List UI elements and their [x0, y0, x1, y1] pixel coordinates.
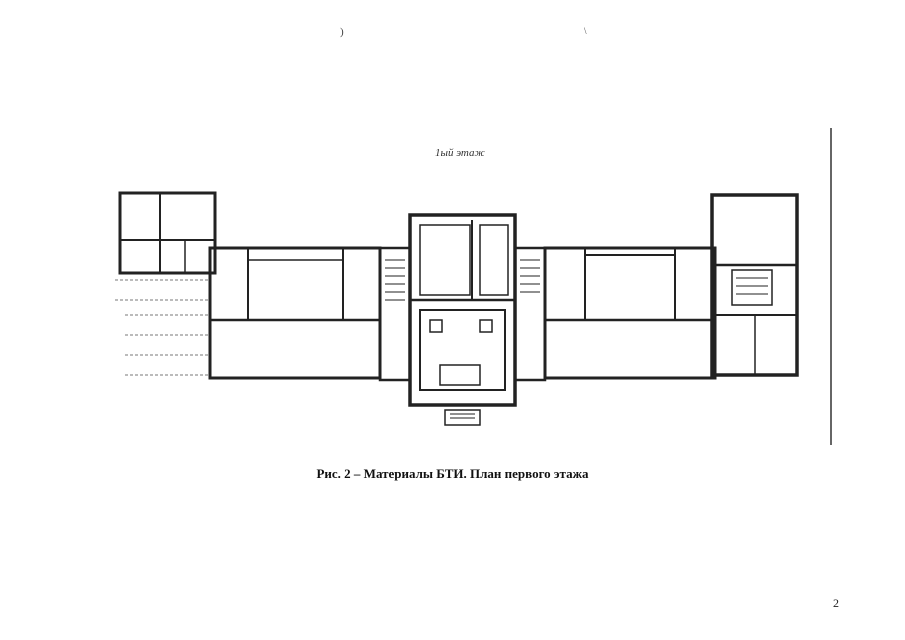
floor-plan-drawing: 1ый этаж: [115, 128, 832, 445]
east-block-outline: [543, 246, 717, 380]
floor-label: 1ый этаж: [435, 147, 485, 159]
west-block-outline: [208, 246, 382, 380]
figure-caption: Рис. 2 – Материалы БТИ. План первого эта…: [316, 466, 589, 481]
scan-artifact-mark: ): [340, 26, 344, 38]
page-number: 2: [833, 596, 839, 610]
scan-artifact-mark: \: [584, 26, 587, 36]
left-wing-outline: [118, 191, 217, 275]
floor-plan-figure: 1ый этаж: [100, 120, 840, 450]
